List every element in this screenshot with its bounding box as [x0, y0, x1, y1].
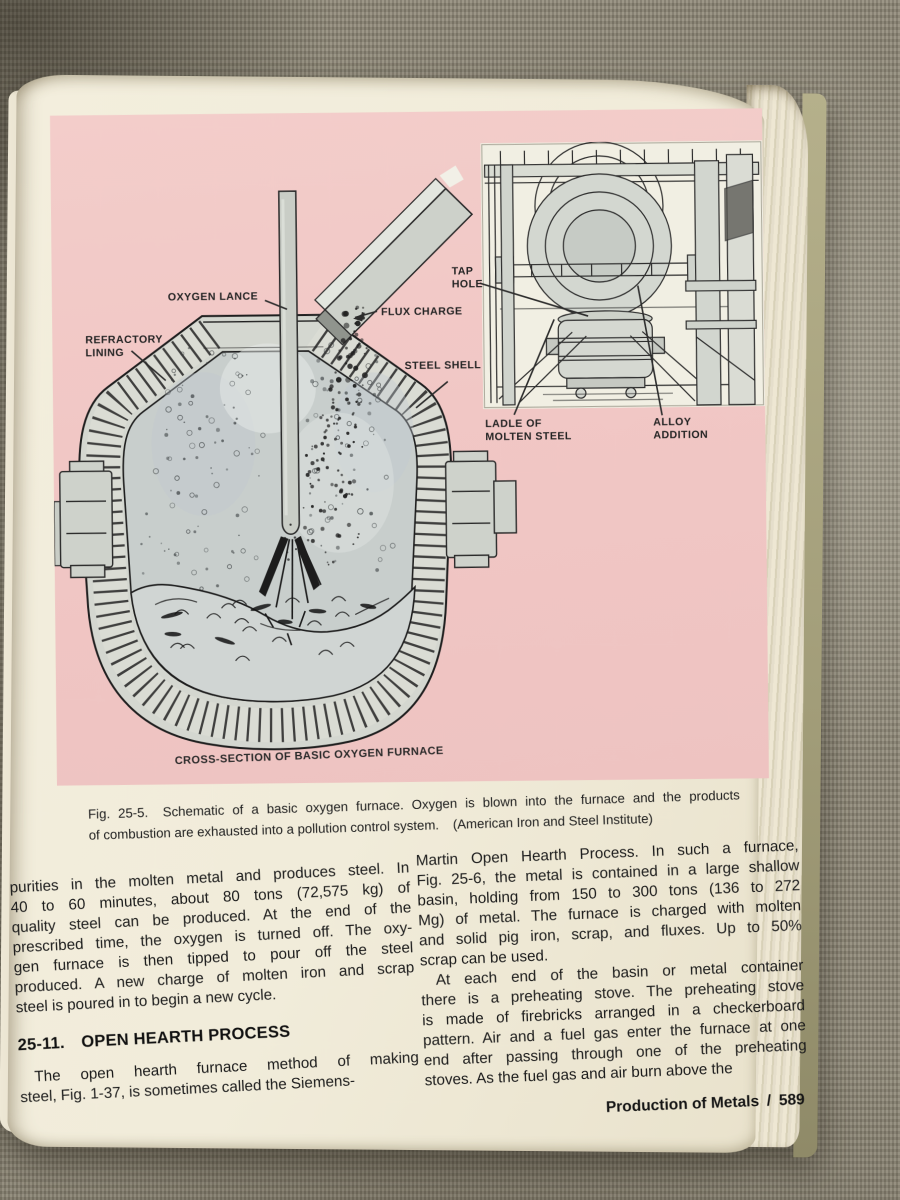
text-line: LINING	[85, 346, 125, 360]
furnace-cross-section-drawing	[53, 165, 518, 751]
molten-metal-bath	[130, 583, 416, 703]
text-line: HOLE	[451, 277, 484, 291]
oxygen-lance-shape	[278, 190, 301, 535]
bath-bubble-scribbles	[161, 596, 377, 662]
paragraph: purities in the molten metal and produce…	[9, 858, 416, 1018]
trunnion-blocks	[59, 450, 518, 579]
label-steel-shell: STEEL SHELL	[404, 359, 482, 373]
label-flux-charge: FLUX CHARGE	[380, 305, 463, 319]
text-column-left: purities in the molten metal and produce…	[9, 858, 420, 1108]
running-footer-page-number: Production of Metals / 589	[605, 1091, 806, 1117]
oxygen-jet-spray	[259, 535, 322, 646]
text-line: LADLE OF	[485, 417, 542, 431]
text-column-right: Martin Open Hearth Process. In such a fu…	[415, 836, 809, 1125]
text-line: TAP	[451, 265, 474, 278]
text-line: ADDITION	[653, 428, 709, 442]
figure-caption: Fig. 25-5. Schematic of a basic oxygen f…	[88, 784, 741, 845]
paragraph: Martin Open Hearth Process. In such a fu…	[415, 836, 803, 971]
flux-chute-shape	[314, 165, 474, 346]
text-line: MOLTEN STEEL	[485, 430, 572, 443]
paragraph: At each end of the basin or metal contai…	[420, 956, 808, 1091]
section-heading: 25-11. OPEN HEARTH PROCESS	[17, 1022, 291, 1055]
steel-pouring-inset-drawing	[480, 140, 766, 410]
paragraph: The open hearth furnace method of making…	[19, 1048, 421, 1108]
spray-mist-dots	[140, 342, 396, 591]
text-line: ALLOY	[653, 416, 692, 429]
text-line: REFRACTORY	[85, 333, 163, 347]
label-oxygen-lance: OXYGEN LANCE	[167, 290, 259, 304]
book: iss,inenheck isg, h r d-	[0, 68, 827, 1161]
